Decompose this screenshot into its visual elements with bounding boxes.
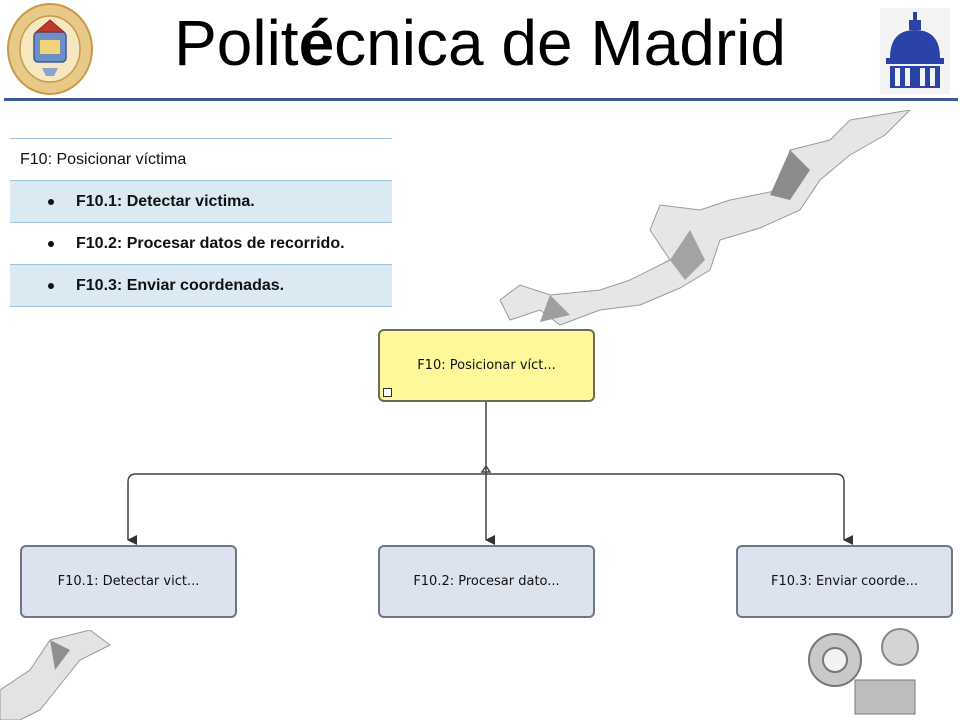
- function-title: F10: Posicionar víctima: [20, 150, 187, 168]
- function-table-header: F10: Posicionar víctima: [10, 139, 392, 181]
- child-node-label: F10.2: Procesar dato...: [413, 574, 560, 589]
- header-divider: [4, 98, 958, 101]
- function-table-row: F10.1: Detectar victima.: [10, 181, 392, 223]
- decorative-crack-top-right: [499, 110, 911, 326]
- dome-building-icon: [880, 8, 950, 94]
- subfunction-label: F10.2: Procesar datos de recorrido.: [76, 234, 345, 252]
- connector-left-branch: [127, 473, 486, 545]
- child-node-label: F10.1: Detectar vict...: [57, 574, 200, 589]
- child-node-f10-2[interactable]: F10.2: Procesar dato...: [378, 545, 595, 618]
- root-node-label: F10: Posicionar víct...: [417, 358, 556, 373]
- bullet-icon: [48, 282, 54, 289]
- connector-right-branch: [486, 473, 853, 545]
- title-accent-letter: é: [298, 7, 335, 79]
- connector-root-trunk: [480, 402, 495, 545]
- university-seal-icon: [7, 3, 93, 95]
- child-node-f10-1[interactable]: F10.1: Detectar vict...: [20, 545, 237, 618]
- decorative-gear-bottom-right: [808, 628, 919, 715]
- subfunction-label: F10.3: Enviar coordenadas.: [76, 276, 285, 294]
- function-table-row: F10.2: Procesar datos de recorrido.: [10, 223, 392, 265]
- root-node[interactable]: F10: Posicionar víct...: [378, 329, 595, 402]
- subfunction-label: F10.1: Detectar victima.: [76, 192, 255, 210]
- bullet-icon: [48, 240, 54, 247]
- page-title: Politécnica de Madrid: [174, 7, 786, 79]
- node-expand-marker-icon[interactable]: [383, 388, 392, 397]
- function-table-row: F10.3: Enviar coordenadas.: [10, 265, 392, 307]
- bullet-icon: [48, 198, 54, 205]
- decorative-crack-bottom-left: [0, 630, 111, 720]
- function-table: F10: Posicionar víctima F10.1: Detectar …: [10, 138, 392, 307]
- child-node-f10-3[interactable]: F10.3: Enviar coorde...: [736, 545, 953, 618]
- child-node-label: F10.3: Enviar coorde...: [771, 574, 918, 589]
